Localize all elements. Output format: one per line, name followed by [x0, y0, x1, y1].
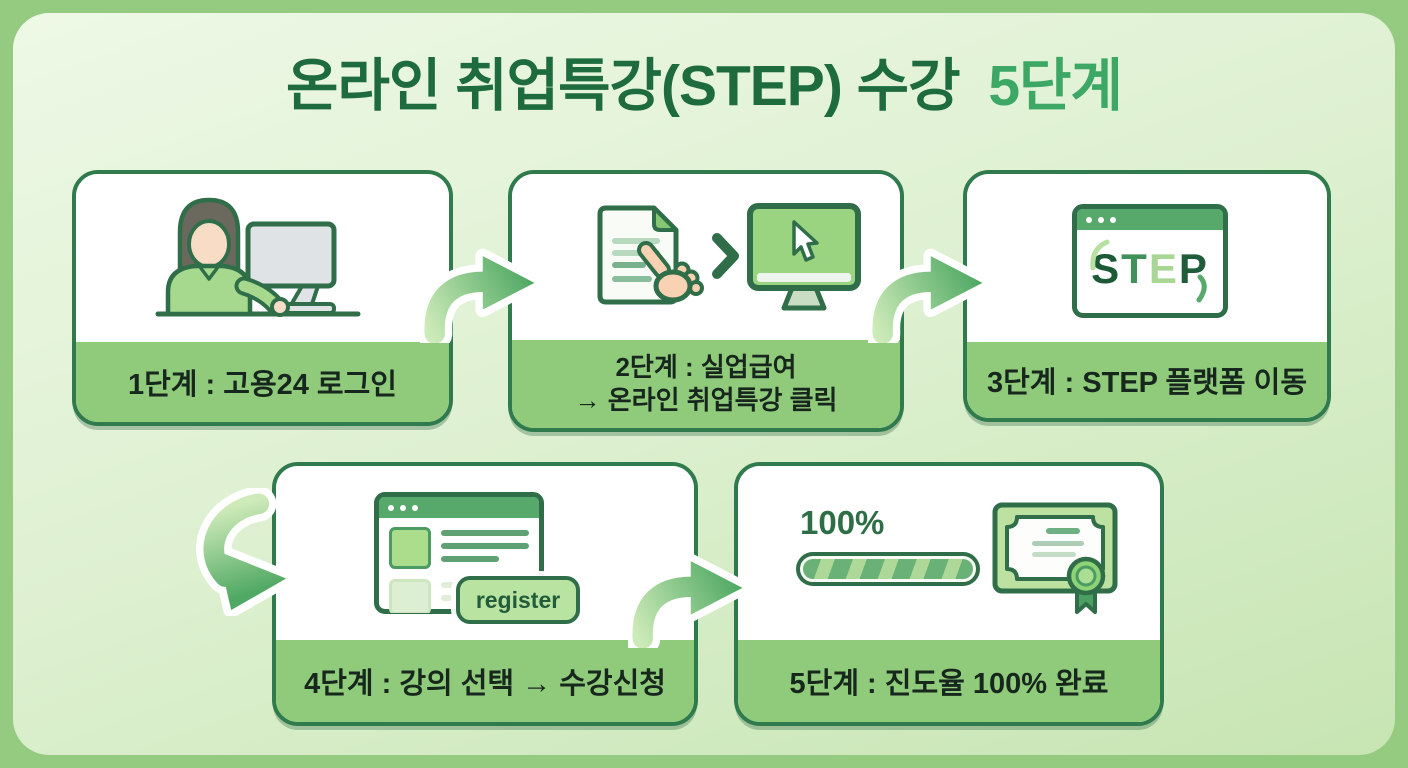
step-card-4: register 4단계 : 강의 선택 → 수강신청	[272, 462, 698, 726]
browser-titlebar	[379, 497, 539, 518]
step-card-5: 100% 5단계 : 진도율 100% 완료	[734, 462, 1164, 726]
step-card-1: 1단계 : 고용24 로그인	[72, 170, 453, 426]
arrow-step1-to-step2	[420, 248, 540, 343]
arrow-step3-to-step4	[196, 488, 295, 616]
browser-titlebar	[1077, 209, 1223, 230]
progress-bar-fill	[803, 559, 973, 579]
step-3-illustration: STEP	[967, 174, 1327, 342]
course-thumbnail	[389, 527, 431, 569]
step-card-2: 2단계 : 실업급여 → 온라인 취업특강 클릭	[508, 170, 904, 432]
browser-window-icon: STEP	[1072, 204, 1228, 318]
course-thumbnail	[389, 579, 431, 613]
step-logo-letter: E	[1148, 245, 1179, 292]
progress-percent-label: 100%	[800, 504, 885, 541]
step-4-illustration: register	[276, 466, 694, 640]
window-dot	[1086, 216, 1092, 223]
monitor-click-icon	[747, 203, 861, 311]
step-2-illustration	[512, 174, 900, 340]
step-5-illustration: 100%	[738, 466, 1160, 640]
accent-arc-right-icon	[1196, 274, 1207, 303]
accent-arc-left-icon	[1090, 239, 1110, 270]
step-4-label: 4단계 : 강의 선택 → 수강신청	[304, 668, 666, 700]
step-2-label-line1: 2단계 : 실업급여	[615, 351, 797, 382]
step-3-label: 3단계 : STEP 플랫폼 이동	[987, 367, 1307, 399]
course-list-item	[389, 527, 529, 569]
step-5-label-band: 5단계 : 진도율 100% 완료	[738, 640, 1160, 722]
progress-bar	[796, 552, 980, 586]
monitor-icon	[245, 221, 337, 315]
certificate-icon	[992, 502, 1118, 614]
person-icon	[165, 197, 290, 317]
document-click-then-monitor-icon	[597, 203, 861, 311]
window-dot	[1098, 216, 1104, 223]
window-dot	[412, 504, 418, 511]
step-1-illustration	[76, 174, 449, 342]
step-5-label: 5단계 : 진도율 100% 완료	[789, 668, 1109, 700]
person-at-computer-icon	[155, 197, 361, 317]
window-dot	[388, 504, 394, 511]
step-4-label-band: 4단계 : 강의 선택 → 수강신청	[276, 640, 694, 722]
step-1-label: 1단계 : 고용24 로그인	[128, 369, 397, 401]
hand-cursor-icon	[637, 241, 704, 303]
arrow-step4-to-step5	[628, 553, 748, 648]
title-step-count: 5단계	[988, 54, 1123, 118]
step-1-label-band: 1단계 : 고용24 로그인	[76, 342, 449, 422]
arrow-cursor-icon	[792, 220, 819, 262]
course-text-lines	[441, 527, 529, 569]
medal-icon	[1066, 556, 1106, 614]
title-text: 온라인 취업특강(STEP) 수강	[286, 54, 960, 118]
step-2-label-band: 2단계 : 실업급여 → 온라인 취업특강 클릭	[512, 340, 900, 428]
step-2-label-line2: → 온라인 취업특강 클릭	[574, 385, 838, 415]
register-button: register	[456, 576, 580, 624]
window-dot	[400, 504, 406, 511]
step-logo: STEP	[1091, 248, 1209, 290]
step-card-3: STEP 3단계 : STEP 플랫폼 이동	[963, 170, 1331, 422]
chevron-right-icon	[712, 233, 739, 279]
step-logo-letter: T	[1121, 245, 1149, 292]
page-title: 온라인 취업특강(STEP) 수강 5단계	[0, 40, 1408, 122]
arrow-step2-to-step3	[868, 248, 988, 343]
window-dot	[1110, 216, 1116, 223]
step-3-label-band: 3단계 : STEP 플랫폼 이동	[967, 342, 1327, 418]
